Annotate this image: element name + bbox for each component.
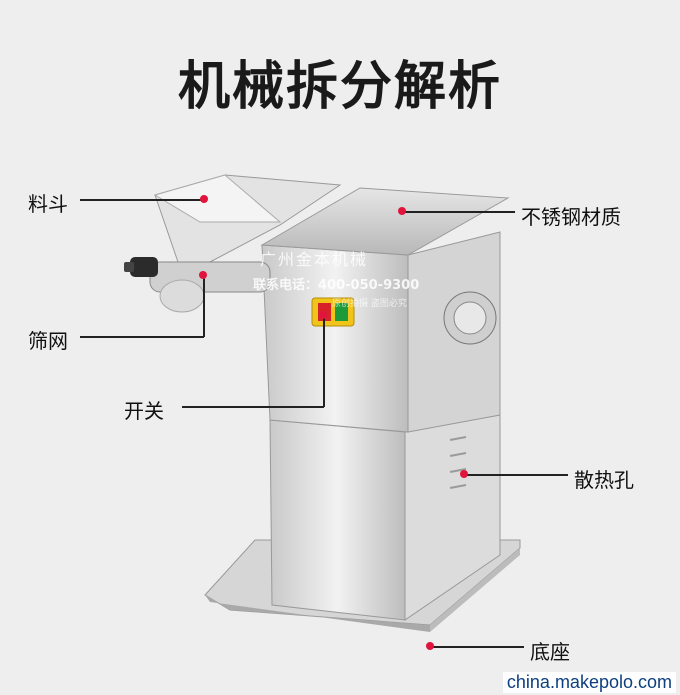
knob [130, 257, 158, 277]
label-material: 不锈钢材质 [521, 205, 621, 229]
watermark-note: 原创拍摄 盗图必究 [332, 299, 407, 309]
leader-screen-v [203, 275, 205, 337]
leader-hopper [80, 199, 204, 201]
leader-base [432, 646, 524, 648]
label-screen: 筛网 [28, 329, 68, 353]
top-cover [260, 187, 510, 256]
marker-base [426, 642, 434, 650]
site-watermark: china.makepolo.com [502, 672, 676, 693]
marker-material [398, 207, 406, 215]
leader-screen-h [80, 336, 204, 338]
label-hopper: 料斗 [28, 192, 68, 216]
marker-screen [199, 271, 207, 279]
switch-green [335, 303, 348, 321]
leader-material [405, 211, 515, 213]
label-switch: 开关 [124, 399, 164, 423]
watermark-phone: 联系电话：400-050-9300 [253, 278, 420, 293]
leader-switch-h [182, 406, 324, 408]
label-vent: 散热孔 [574, 468, 634, 492]
marker-hopper [200, 195, 208, 203]
leader-switch-v [323, 315, 325, 407]
vent-slots [449, 436, 467, 489]
lower-column [269, 419, 406, 621]
label-base: 底座 [530, 640, 570, 664]
marker-vent [460, 470, 468, 478]
page-title: 机械拆分解析 [177, 57, 502, 117]
marker-switch [319, 311, 327, 319]
watermark-company: 广州金本机械 [260, 250, 369, 269]
leader-vent [466, 474, 568, 476]
